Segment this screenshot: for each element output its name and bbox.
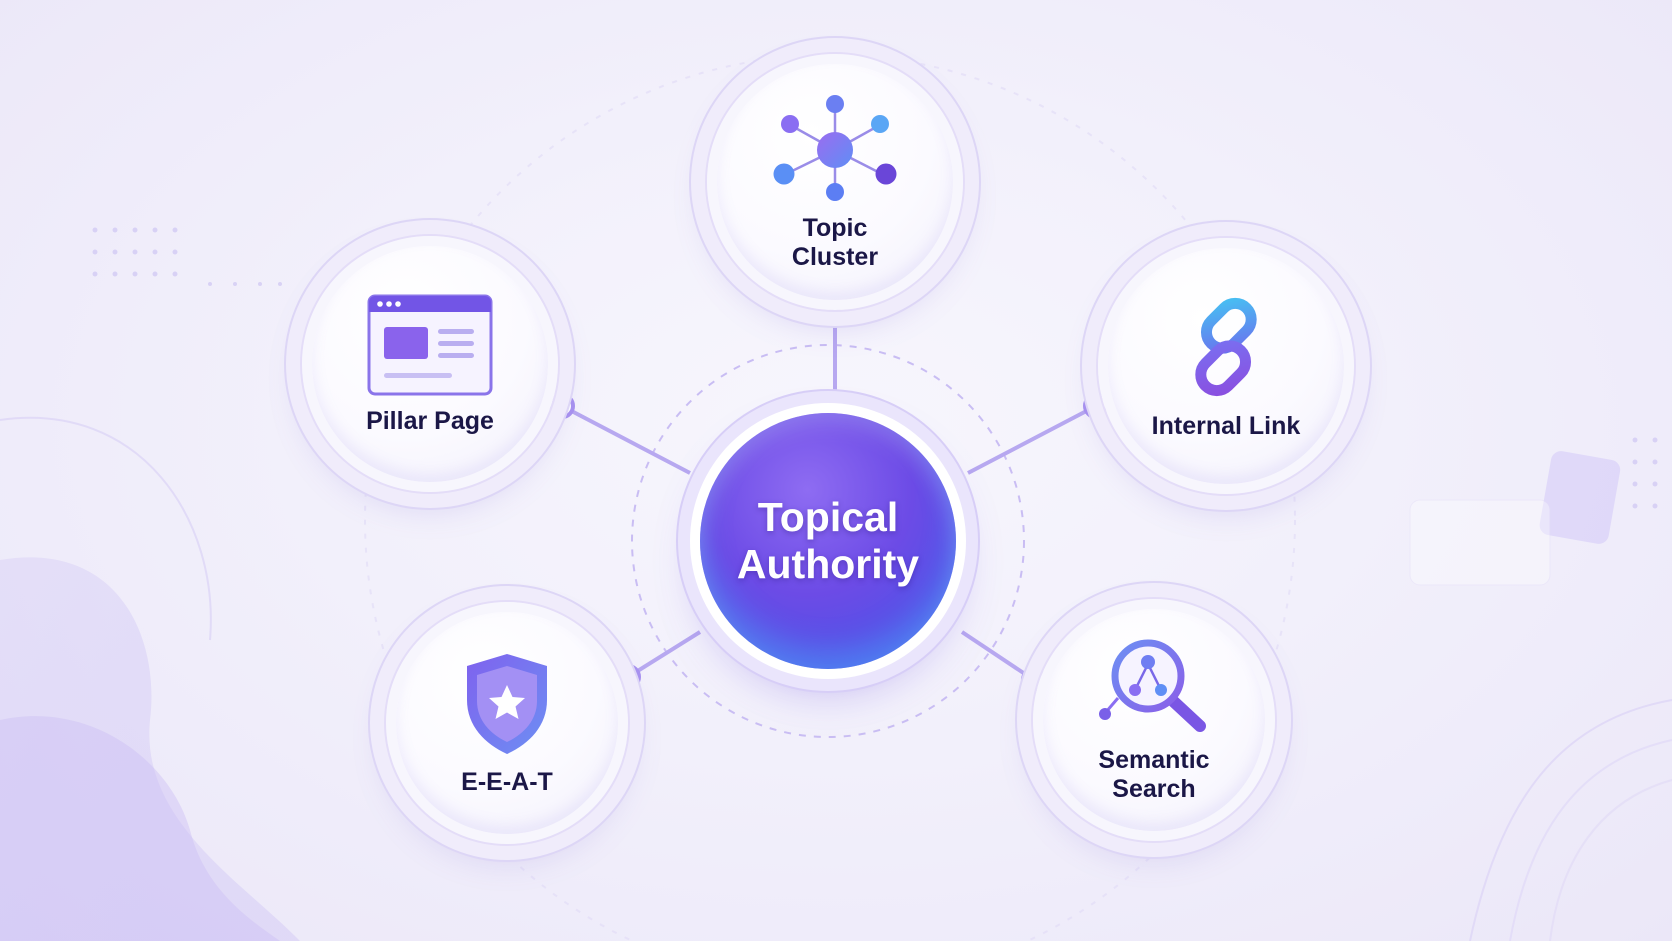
node-internal-link: Internal Link (1098, 238, 1354, 494)
connector-semantic-search (960, 630, 1036, 682)
node-label-topic-cluster: Topic Cluster (791, 214, 879, 271)
node-label-eeat: E-E-A-T (461, 767, 553, 796)
node-label-internal-link: Internal Link (1151, 411, 1301, 440)
web-page-icon (367, 294, 493, 395)
connector-pillar-page (561, 404, 691, 475)
node-label-pillar-page: Pillar Page (366, 406, 494, 435)
dot-grid-right (1632, 437, 1658, 509)
network-cluster-icon (773, 95, 897, 201)
shield-star-icon (467, 653, 547, 754)
deco-card (1409, 499, 1551, 586)
dot-grid-left (92, 227, 282, 286)
node-eeat: E-E-A-T (386, 602, 628, 844)
connector-eeat (626, 630, 702, 679)
magnifier-network-icon (1099, 639, 1206, 732)
connector-dot-pillar-page (549, 393, 575, 419)
node-semantic-search: Semantic Search (1033, 599, 1275, 841)
deco-square (1539, 451, 1621, 544)
node-topic-cluster: Topic Cluster (707, 54, 963, 310)
connector-internal-link (967, 404, 1097, 475)
center-label: Topical Authority (736, 494, 920, 587)
bottom-left-wave-2 (0, 716, 280, 941)
node-label-semantic-search: Semantic Search (1098, 746, 1210, 803)
chain-link-icon (1195, 297, 1257, 396)
center-topical-authority: Topical Authority (700, 413, 956, 669)
bottom-left-wave (0, 557, 300, 941)
node-pillar-page: Pillar Page (302, 236, 558, 492)
center-dashed-ring (631, 344, 1025, 738)
